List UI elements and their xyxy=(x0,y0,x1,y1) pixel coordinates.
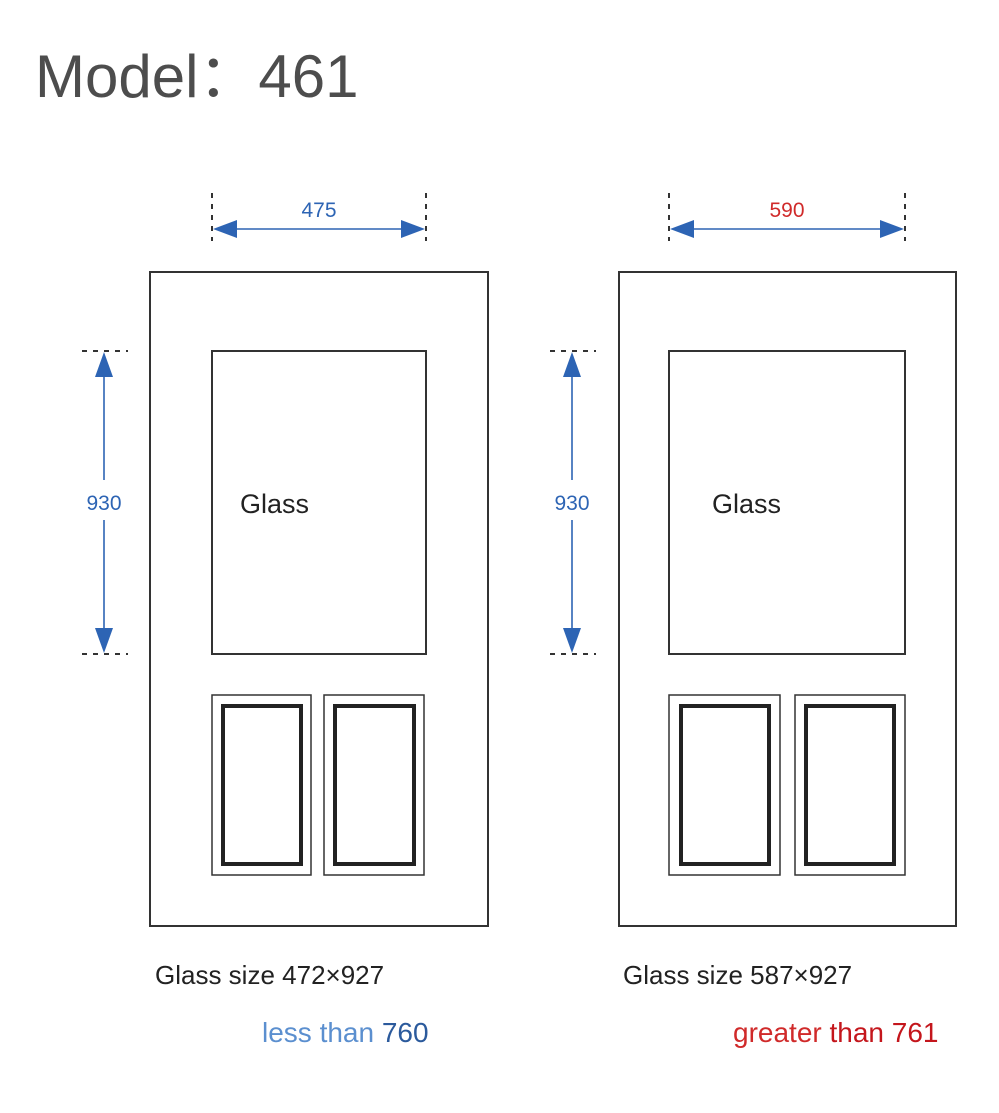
note-prefix: less than xyxy=(262,1017,382,1048)
width-dimension: 590 xyxy=(668,193,906,241)
lower-panel xyxy=(794,694,906,876)
lower-panel xyxy=(323,694,425,876)
door-frame xyxy=(149,271,489,927)
glass-label: Glass xyxy=(240,489,309,519)
note-value: 760 xyxy=(382,1017,429,1048)
note-value: than 761 xyxy=(830,1017,939,1048)
height-label: 930 xyxy=(554,492,589,515)
door-frame xyxy=(618,271,957,927)
door-right: 590 930 Glass Glass size 587×927 greater… xyxy=(550,193,957,1048)
arrow-left-icon xyxy=(670,220,694,238)
arrow-up-icon xyxy=(563,352,581,377)
door-left: 475 930 Glass Glass size 472×927 less th… xyxy=(82,193,489,1048)
width-label: 590 xyxy=(769,199,804,222)
arrow-down-icon xyxy=(563,628,581,653)
glass-panel xyxy=(211,350,427,655)
lower-panel xyxy=(668,694,781,876)
glass-size: Glass size 472×927 xyxy=(155,960,384,990)
page-title: Model：461 xyxy=(35,43,359,110)
width-label: 475 xyxy=(301,199,336,222)
height-label: 930 xyxy=(86,492,121,515)
note-prefix: greater xyxy=(733,1017,830,1048)
arrow-right-icon xyxy=(401,220,425,238)
lower-panel xyxy=(211,694,312,876)
arrow-up-icon xyxy=(95,352,113,377)
size-note: less than 760 xyxy=(262,1017,429,1048)
height-dimension: 930 xyxy=(550,350,596,655)
glass-label: Glass xyxy=(712,489,781,519)
glass-panel xyxy=(668,350,906,655)
arrow-right-icon xyxy=(880,220,904,238)
size-note: greater than 761 xyxy=(733,1017,939,1048)
arrow-left-icon xyxy=(213,220,237,238)
glass-size: Glass size 587×927 xyxy=(623,960,852,990)
height-dimension: 930 xyxy=(82,350,128,655)
arrow-down-icon xyxy=(95,628,113,653)
width-dimension: 475 xyxy=(211,193,427,241)
